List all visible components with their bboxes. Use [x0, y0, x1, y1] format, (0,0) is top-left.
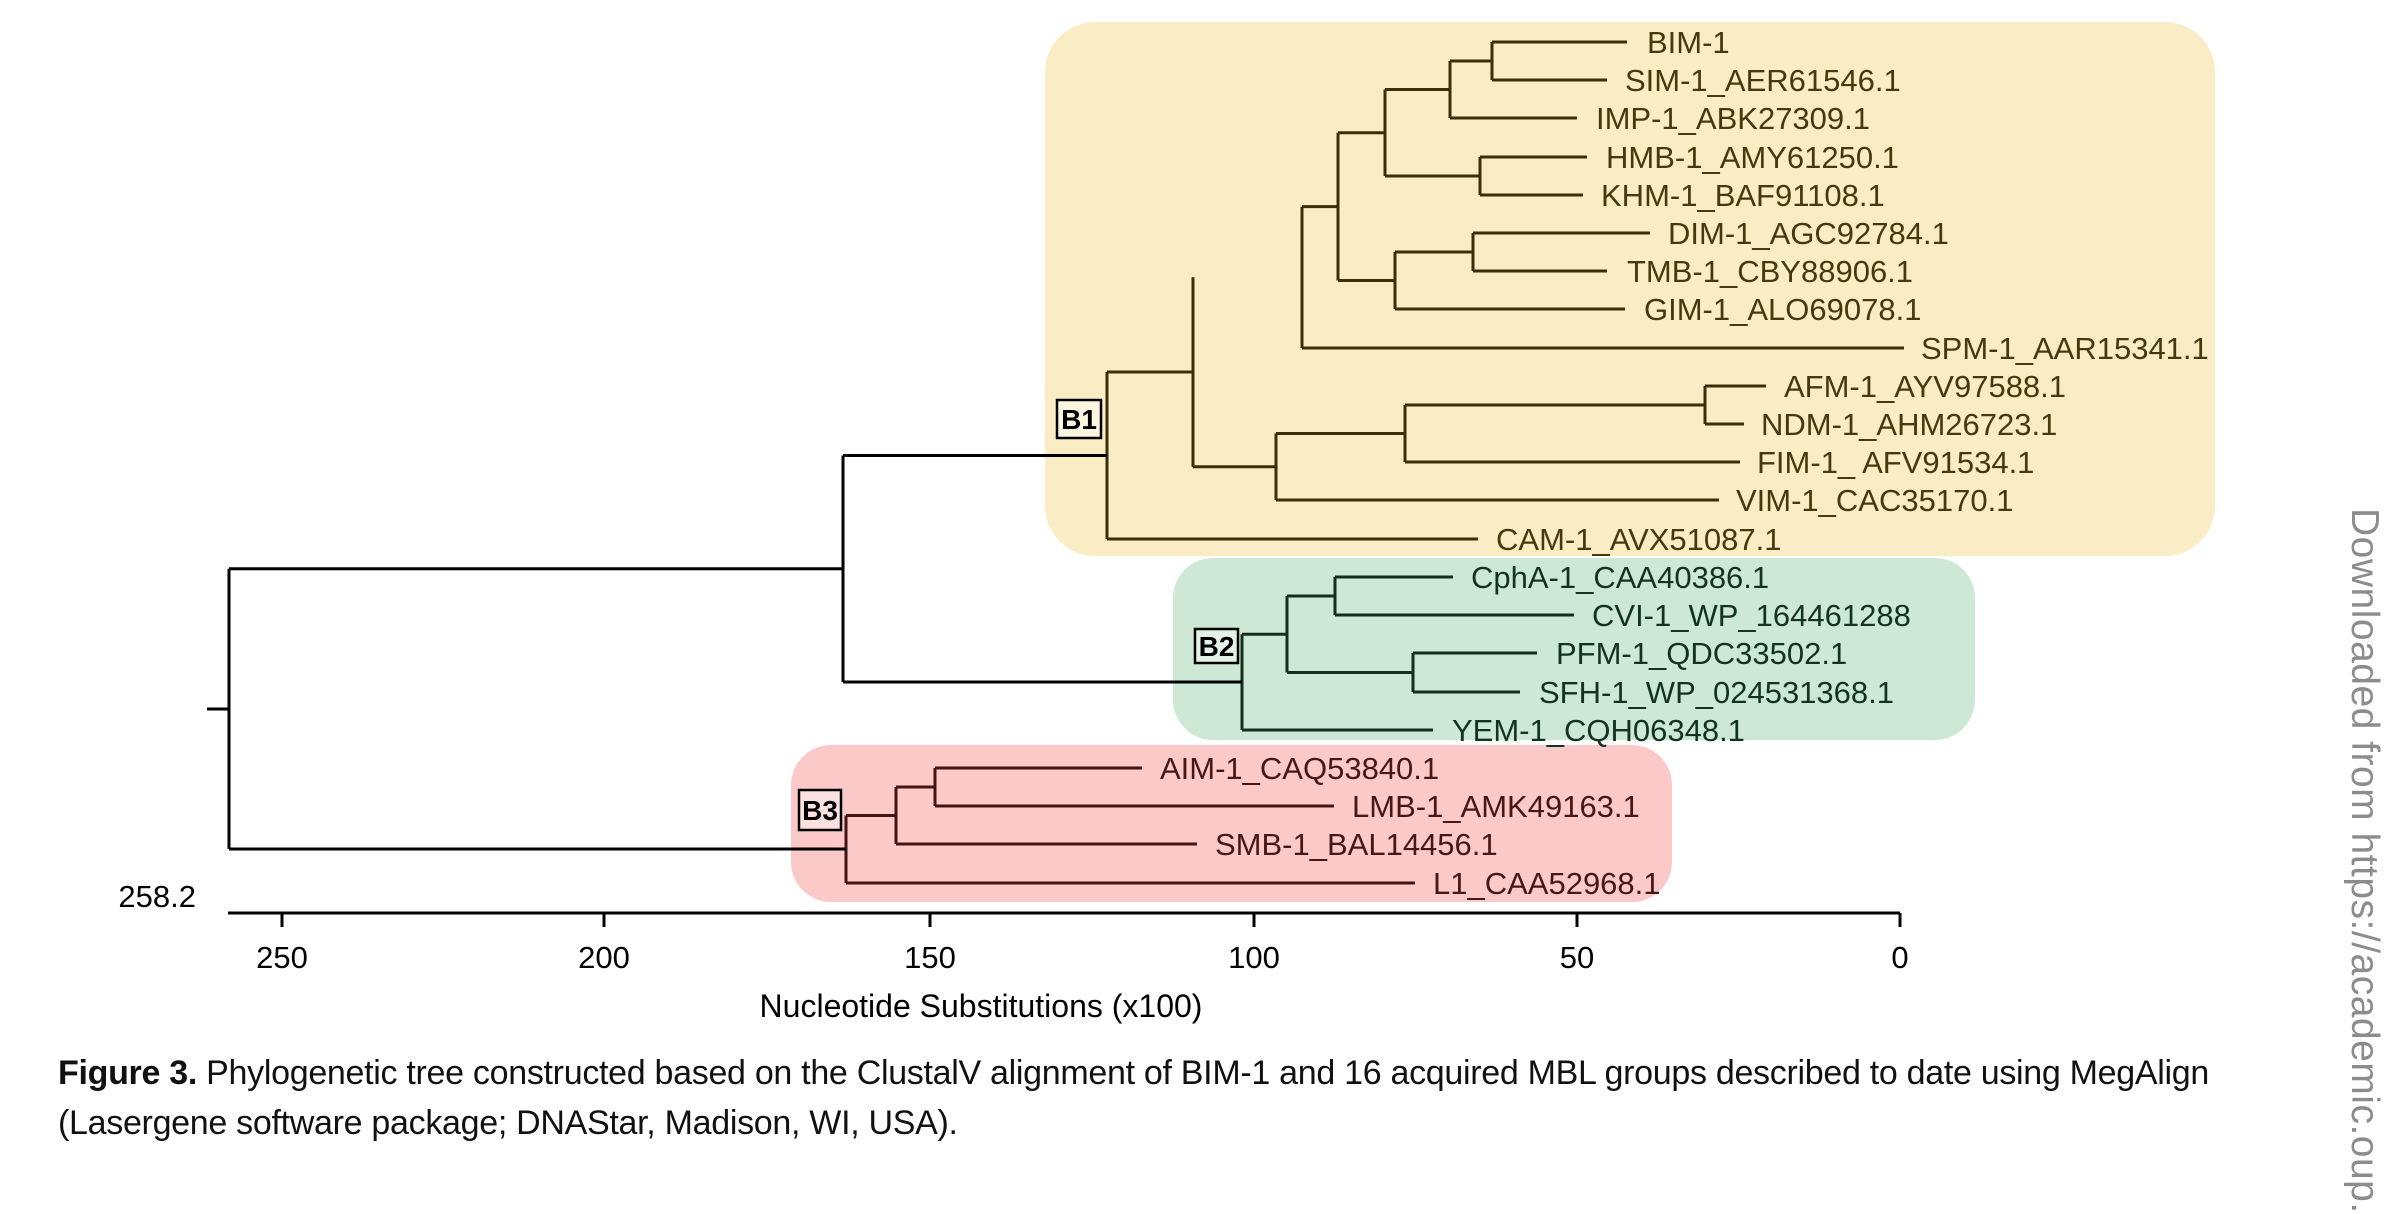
clade-badge-box-B2 [1193, 627, 1240, 665]
taxon-label: BIM-1 [1647, 25, 1730, 60]
clade-box-B2 [1173, 558, 1975, 740]
leaf-labels: BIM-1SIM-1_AER61546.1IMP-1_ABK27309.1HMB… [1160, 25, 2209, 901]
root-scale-label: 258.2 [118, 879, 196, 914]
taxon-label: CphA-1_CAA40386.1 [1471, 560, 1769, 595]
caption-figure-number: Figure 3. [58, 1054, 197, 1092]
axis-tick-label: 0 [1891, 940, 1908, 975]
taxon-label: GIM-1_ALO69078.1 [1644, 292, 1921, 327]
taxon-label: IMP-1_ABK27309.1 [1596, 101, 1870, 136]
axis-tick-label: 200 [578, 940, 630, 975]
taxon-label: HMB-1_AMY61250.1 [1606, 140, 1899, 175]
taxon-label: NDM-1_AHM26723.1 [1761, 407, 2057, 442]
tree-branches [207, 40, 1904, 885]
taxon-label: SFH-1_WP_024531368.1 [1539, 675, 1894, 710]
taxon-label: AFM-1_AYV97588.1 [1784, 369, 2066, 404]
axis-tick-label: 150 [904, 940, 956, 975]
taxon-label: YEM-1_CQH06348.1 [1452, 713, 1745, 748]
figure-caption: Figure 3. Phylogenetic tree constructed … [58, 1048, 2328, 1148]
clade-badge-label-B3: B3 [802, 795, 838, 826]
axis-tick-label: 250 [256, 940, 308, 975]
clade-badge-box-B3 [797, 788, 843, 832]
taxon-label: L1_CAA52968.1 [1433, 866, 1661, 901]
axis-tick-label: 50 [1560, 940, 1594, 975]
taxon-label: SMB-1_BAL14456.1 [1215, 827, 1498, 862]
taxon-label: TMB-1_CBY88906.1 [1627, 254, 1913, 289]
taxon-label: FIM-1_ AFV91534.1 [1757, 445, 2034, 480]
download-watermark: Downloaded from https://academic.oup. [2343, 508, 2386, 1214]
clade-box-B3 [791, 745, 1672, 902]
x-axis-title: Nucleotide Substitutions (x100) [759, 988, 1203, 1024]
taxon-label: CVI-1_WP_164461288 [1592, 598, 1911, 633]
axis-tick-label: 100 [1228, 940, 1280, 975]
figure-page: { "page": {"background": "#ffffff"}, "wa… [58, 22, 2386, 1214]
taxon-label: CAM-1_AVX51087.1 [1496, 522, 1781, 557]
x-axis: 250 200 150 100 50 0 [228, 911, 1909, 975]
taxon-label: DIM-1_AGC92784.1 [1668, 216, 1949, 251]
taxon-label: LMB-1_AMK49163.1 [1352, 789, 1640, 824]
taxon-label: PFM-1_QDC33502.1 [1556, 636, 1847, 671]
taxon-label: AIM-1_CAQ53840.1 [1160, 751, 1439, 786]
phylogenetic-tree-figure: BIM-1SIM-1_AER61546.1IMP-1_ABK27309.1HMB… [207, 22, 2215, 975]
clade-badge-label-B2: B2 [1199, 631, 1235, 662]
clade-badge-label-B1: B1 [1061, 404, 1097, 435]
caption-text: Phylogenetic tree constructed based on t… [206, 1054, 2210, 1092]
taxon-label: SIM-1_AER61546.1 [1625, 63, 1901, 98]
taxon-label: SPM-1_AAR15341.1 [1921, 331, 2209, 366]
caption-line-1: Figure 3. Phylogenetic tree constructed … [58, 1048, 2328, 1098]
taxon-label: KHM-1_BAF91108.1 [1601, 178, 1885, 213]
taxon-label: VIM-1_CAC35170.1 [1736, 483, 2013, 518]
caption-line-2: (Lasergene software package; DNAStar, Ma… [58, 1104, 958, 1142]
clade-badge-box-B1 [1055, 398, 1103, 440]
